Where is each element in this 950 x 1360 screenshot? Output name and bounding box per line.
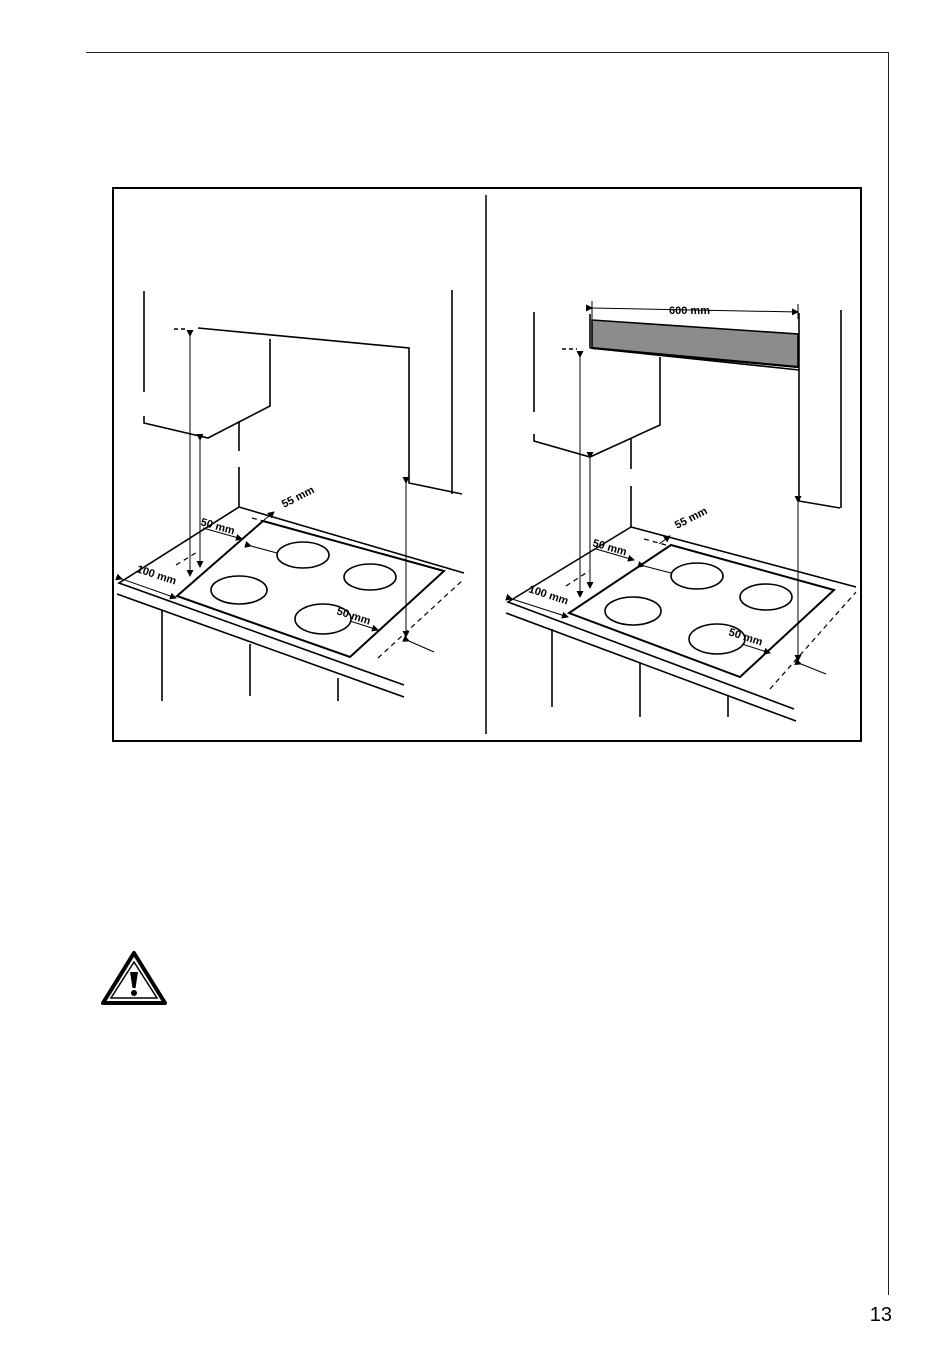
page-top-rule xyxy=(86,52,889,53)
left-dim-50-rear-label: 50 mm xyxy=(199,516,236,537)
right-panel xyxy=(506,301,856,721)
page-number: 13 xyxy=(862,1304,892,1327)
right-dim-55-label: 55 mm xyxy=(673,505,710,532)
left-dim-100-label: 100 mm xyxy=(135,563,178,587)
right-dim-600-label: 600 mm xyxy=(669,305,710,317)
page-right-rule xyxy=(888,52,889,1295)
installation-figure: 55 mm 50 mm 100 mm 50 mm xyxy=(112,187,862,742)
left-dim-55-label: 55 mm xyxy=(280,484,317,511)
right-dim-100-label: 100 mm xyxy=(527,583,570,607)
left-dim-50-front-label: 50 mm xyxy=(335,605,372,627)
installation-diagram: 55 mm 50 mm 100 mm 50 mm xyxy=(114,189,864,744)
warning-triangle-icon xyxy=(100,950,168,1006)
